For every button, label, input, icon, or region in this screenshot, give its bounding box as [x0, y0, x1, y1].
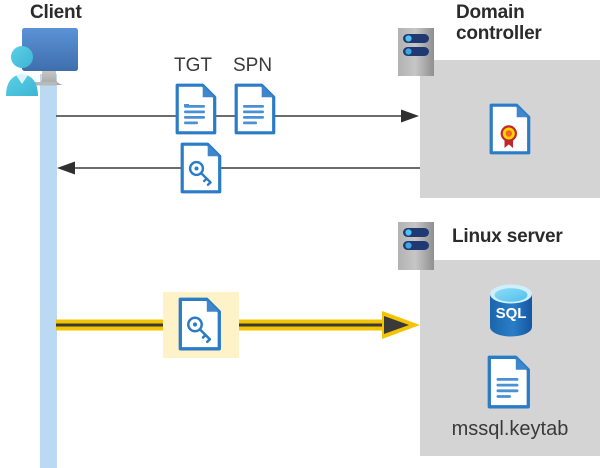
response-arrow	[56, 160, 420, 176]
document-key-icon-response	[180, 142, 222, 194]
linux-server-label: Linux server	[452, 226, 563, 247]
server-rack-icon-domain-controller	[398, 28, 434, 76]
keytab-document-icon	[487, 355, 531, 409]
document-key-icon-service-ticket	[178, 297, 222, 351]
sql-database-text: SQL	[496, 305, 527, 322]
service-ticket-arrow	[56, 310, 424, 340]
request-arrow	[56, 108, 420, 124]
tgt-label: TGT	[174, 55, 212, 76]
certificate-document-icon	[489, 103, 531, 155]
client-lifeline	[40, 74, 57, 468]
keytab-filename-label: mssql.keytab	[451, 418, 569, 440]
domain-controller-label-line2: controller	[456, 23, 542, 45]
client-label: Client	[30, 2, 82, 23]
spn-label: SPN	[233, 55, 273, 76]
document-lines-icon-tgt	[175, 83, 217, 135]
domain-controller-label-line1: Domain	[456, 2, 525, 23]
sql-database-icon: SQL	[487, 284, 535, 340]
document-lines-icon-spn	[234, 83, 276, 135]
server-rack-icon-linux-server	[398, 222, 434, 270]
user-computer-icon	[4, 26, 96, 98]
domain-controller-label: Domain controller	[456, 2, 600, 45]
